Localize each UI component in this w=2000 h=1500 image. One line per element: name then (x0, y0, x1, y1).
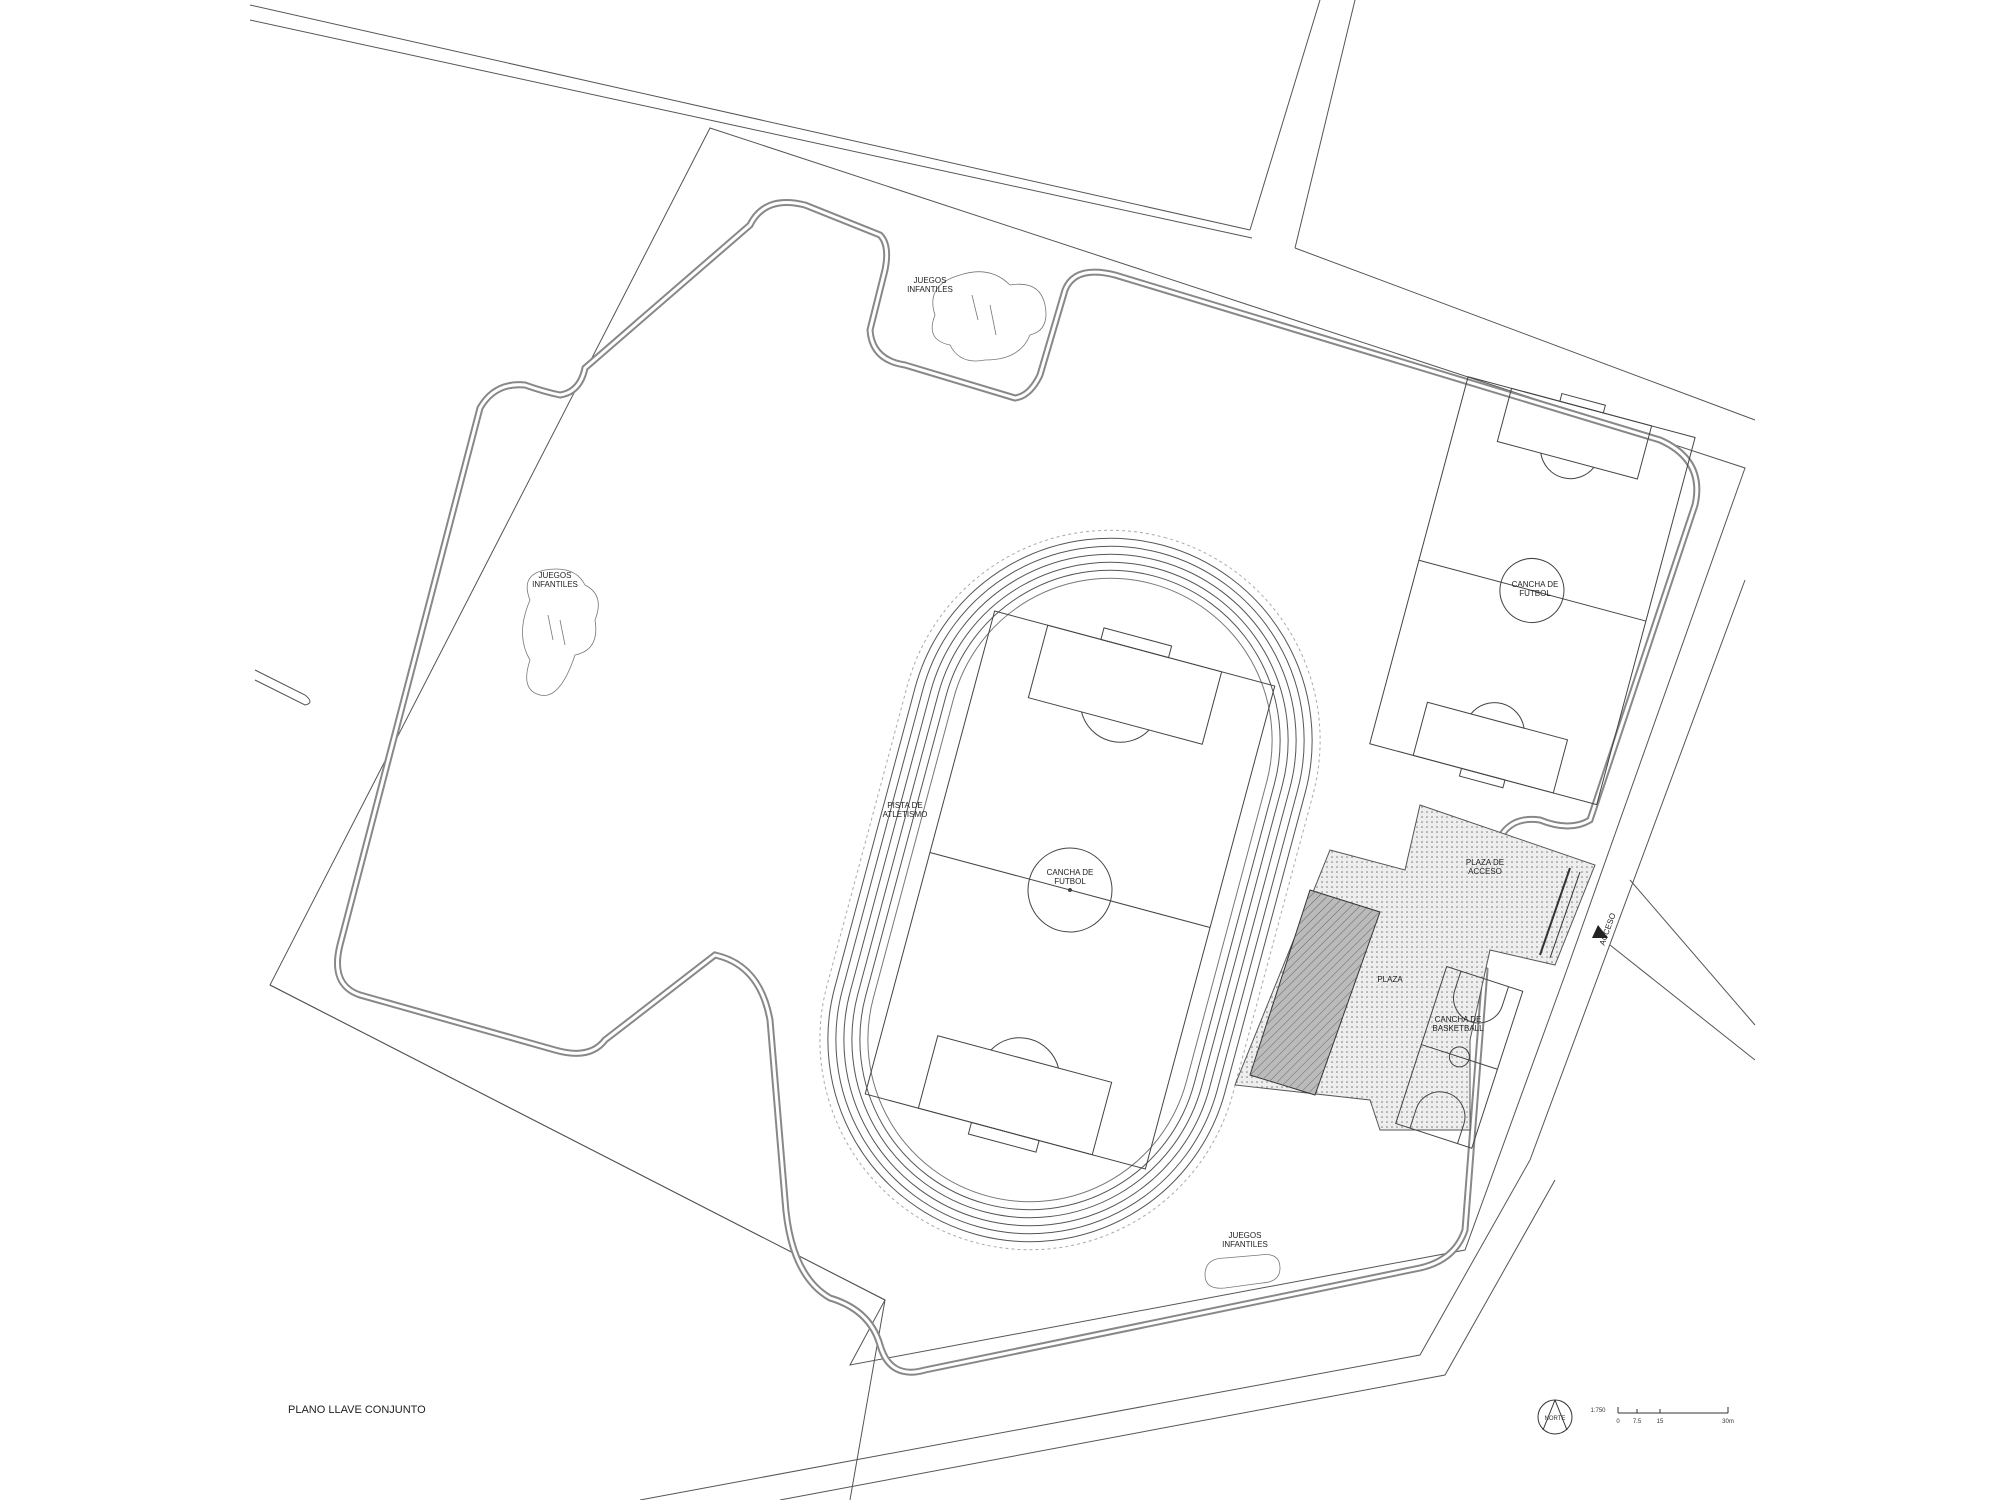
context-street-lines (249, 0, 1756, 1500)
scale-tick-2: 15 (1657, 1419, 1664, 1425)
label-juegos-top-1: JUEGOS (914, 276, 947, 285)
scale-tick-0: 0 (1616, 1419, 1620, 1425)
label-cancha-center-2: FUTBOL (1054, 877, 1086, 886)
label-juegos-top-2: INFANTILES (907, 285, 953, 294)
label-pista-1: PISTA DE (887, 801, 922, 810)
label-juegos-left-1: JUEGOS (539, 571, 572, 580)
athletics-track (819, 529, 1321, 1251)
label-juegos-bottom-1: JUEGOS (1229, 1231, 1262, 1240)
drawing-title: PLANO LLAVE CONJUNTO (288, 1404, 426, 1416)
plaza-area (1234, 804, 1596, 1131)
site-boundary (269, 127, 1746, 1366)
label-plaza: PLAZA (1377, 975, 1403, 984)
scale-ratio: 1:750 (1590, 1408, 1606, 1414)
basketball-court (1395, 965, 1524, 1149)
label-plaza-acceso-2: ACCESO (1468, 867, 1502, 876)
label-juegos-bottom-2: INFANTILES (1222, 1240, 1268, 1249)
scale-bar: 1:750 0 7.5 15 30m (1590, 1407, 1734, 1425)
label-basket-2: BASKETBALL (1432, 1024, 1484, 1033)
label-cancha-center-1: CANCHA DE (1047, 868, 1094, 877)
playground-bottom (1204, 1254, 1281, 1289)
central-football-field (864, 610, 1276, 1170)
perimeter-path (334, 199, 1701, 1376)
plan-labels: JUEGOS INFANTILES JUEGOS INFANTILES JUEG… (532, 276, 1618, 1249)
playground-top (931, 271, 1047, 362)
north-arrow-icon: NORTE (1537, 1399, 1573, 1435)
right-football-field (1369, 376, 1696, 806)
playground-left (522, 568, 599, 696)
label-juegos-left-2: INFANTILES (532, 580, 578, 589)
label-pista-2: ATLETISMO (883, 810, 928, 819)
label-cancha-right-1: CANCHA DE (1512, 580, 1559, 589)
label-plaza-acceso-1: PLAZA DE (1466, 858, 1504, 867)
scale-tick-3: 30m (1722, 1419, 1734, 1425)
label-basket-1: CANCHA DE (1435, 1015, 1482, 1024)
scale-tick-1: 7.5 (1633, 1419, 1642, 1425)
north-label: NORTE (1545, 1416, 1566, 1422)
access-gate (1539, 867, 1608, 959)
label-cancha-right-2: FUTBOL (1519, 589, 1551, 598)
